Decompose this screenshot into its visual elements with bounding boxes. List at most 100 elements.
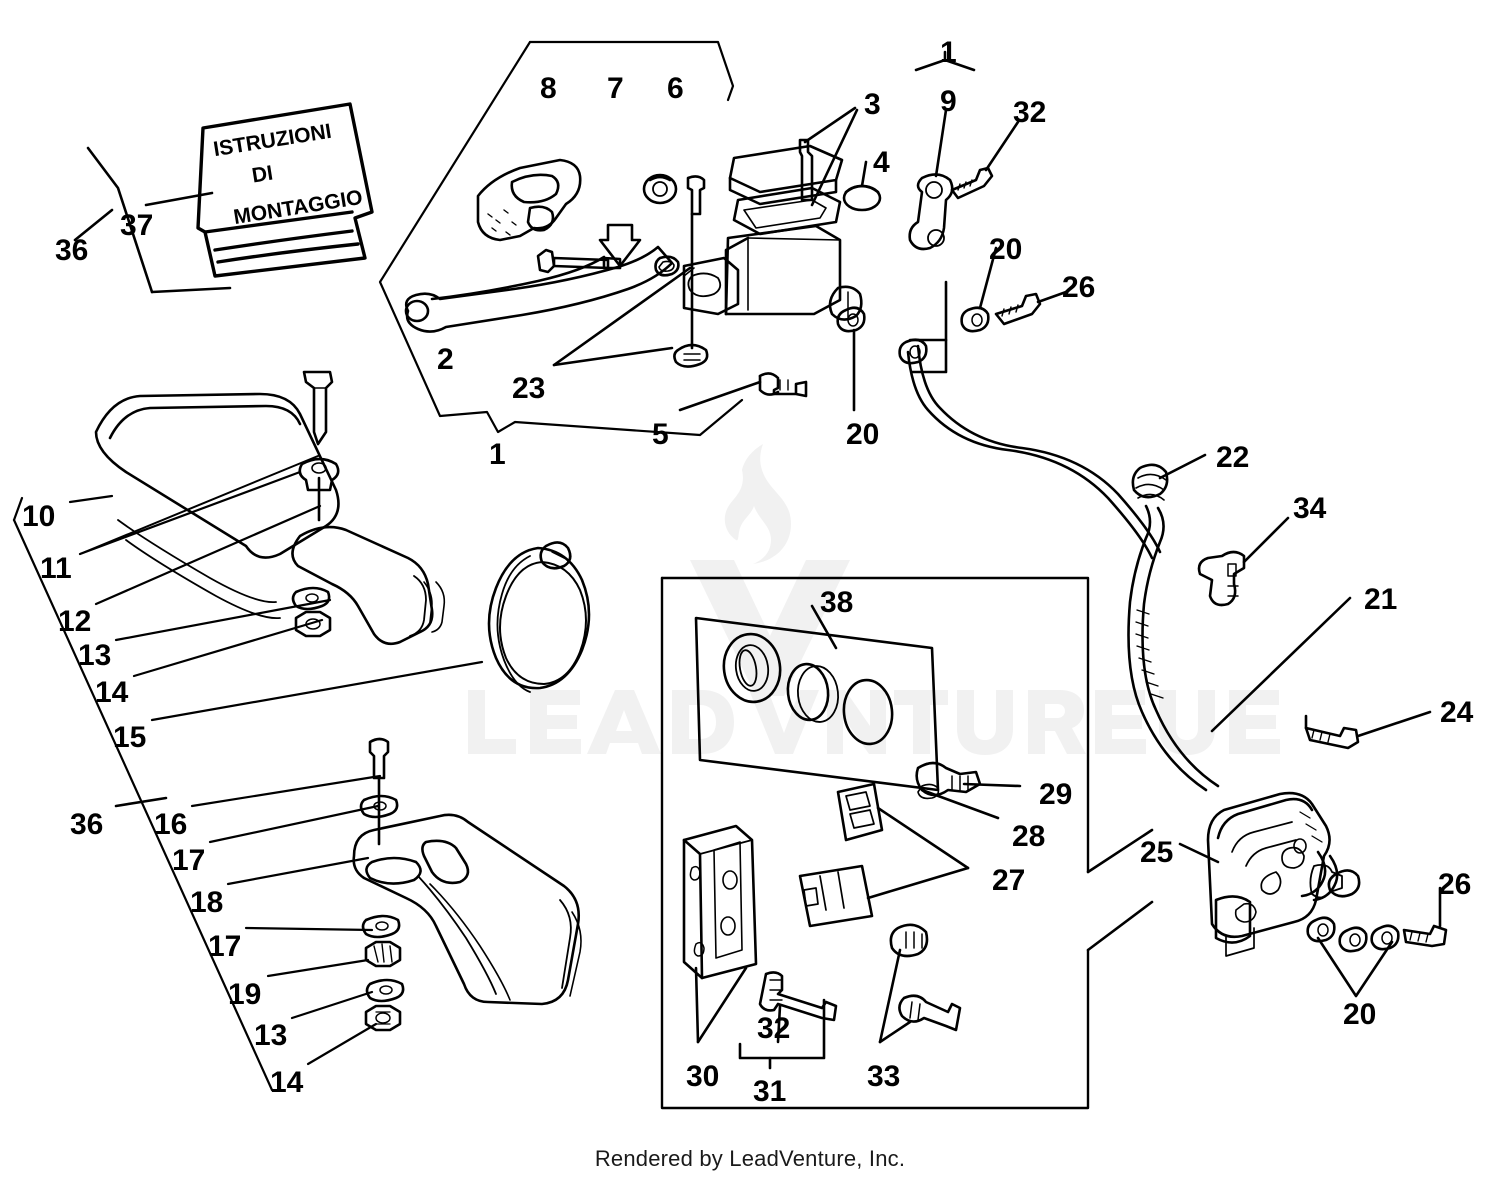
bracket-31 — [738, 998, 826, 1060]
instruction-booklet — [196, 102, 374, 278]
bracket-20-ref — [908, 280, 948, 342]
part-21-brake-hose — [906, 344, 1361, 902]
part-callout-15: 15 — [113, 721, 147, 754]
part-34-hose-guide — [1197, 550, 1246, 607]
part-callout-4: 4 — [873, 146, 890, 179]
leader-37 — [144, 191, 214, 207]
part-14-nut-lower — [364, 1004, 402, 1032]
leader-21 — [1210, 596, 1352, 733]
part-14-nut-upper — [294, 610, 332, 638]
part-callout-26: 26 — [1438, 868, 1472, 901]
leader-20-upper — [978, 246, 998, 310]
part-callout-5: 5 — [652, 418, 669, 451]
part-callout-10: 10 — [22, 500, 56, 533]
part-26-bolt-lower — [1402, 924, 1448, 948]
part-callout-20: 20 — [846, 418, 880, 451]
part-13-washer-lower — [365, 978, 405, 1003]
part-callout-36: 36 — [55, 234, 89, 267]
bracket-20-ref2 — [910, 338, 948, 374]
part-33-screws — [889, 923, 962, 1032]
part-29-pin — [915, 761, 982, 800]
part-8-lever-perch — [476, 158, 582, 242]
part-9-hose-clamp — [908, 173, 954, 251]
part-callout-2: 2 — [437, 343, 454, 376]
part-callout-11: 11 — [40, 552, 72, 585]
part-callout-6: 6 — [667, 72, 684, 105]
part-callout-1: 1 — [940, 36, 957, 69]
inset-connector — [1086, 828, 1154, 874]
part-24-bolt — [1304, 726, 1360, 750]
part-callout-13: 13 — [254, 1019, 288, 1052]
part-17-washer-a — [359, 794, 399, 819]
leader-27b — [866, 866, 970, 900]
part-callout-24: 24 — [1440, 696, 1474, 729]
part-callout-12: 12 — [58, 605, 92, 638]
leader-9 — [934, 108, 948, 178]
leader-25 — [1178, 842, 1220, 864]
leader-33a — [878, 948, 902, 1044]
part-38-seal-kit — [694, 616, 940, 792]
part-callout-13: 13 — [78, 639, 112, 672]
render-credit-footer: Rendered by LeadVenture, Inc. — [594, 1146, 906, 1171]
part-callout-22: 22 — [1216, 441, 1250, 474]
leader-38 — [810, 604, 838, 650]
leader-3b — [810, 108, 859, 207]
part-16-bolt — [368, 737, 390, 846]
part-callout-29: 29 — [1039, 778, 1073, 811]
leader-26-top — [1036, 290, 1068, 304]
part-callout-28: 28 — [1012, 820, 1046, 853]
leader-36-lower — [114, 796, 168, 808]
part-callout-31: 31 — [753, 1075, 787, 1108]
part-callout-20: 20 — [1343, 998, 1377, 1031]
part-20-washers-lower — [1306, 916, 1400, 953]
leader-5 — [678, 380, 762, 412]
part-callout-18: 18 — [190, 886, 224, 919]
part-callout-20: 20 — [989, 233, 1023, 266]
part-callout-21: 21 — [1364, 583, 1398, 616]
part-20-washers — [836, 306, 990, 365]
part-25-brake-caliper — [1206, 791, 1343, 957]
part-19-spring-washer — [364, 940, 402, 968]
part-30-brake-pads — [682, 824, 758, 980]
booklet-line-2: DI — [250, 161, 275, 188]
part-27-shim-a — [836, 782, 884, 842]
part-callout-25: 25 — [1140, 836, 1174, 869]
leader-22 — [1158, 453, 1207, 480]
leader-30b — [696, 966, 748, 1044]
leader-23b — [552, 266, 692, 367]
part-13-grommet-upper — [298, 457, 340, 522]
part-13-washer-upper — [291, 586, 331, 611]
leader-3a — [803, 106, 857, 144]
part-callout-19: 19 — [228, 978, 262, 1011]
part-callout-17: 17 — [172, 844, 206, 877]
part-callout-30: 30 — [686, 1060, 720, 1093]
leader-32-top — [984, 120, 1020, 172]
part-callout-14: 14 — [270, 1066, 304, 1099]
part-32-screw-top — [950, 166, 994, 200]
part-23-screws — [673, 175, 709, 368]
part-18-handguard-lower — [352, 813, 582, 1006]
part-callout-32: 32 — [757, 1012, 791, 1045]
leader-29 — [962, 782, 1022, 788]
part-32-pad-pin — [758, 971, 838, 1022]
part-callout-32: 32 — [1013, 96, 1047, 129]
part-callout-9: 9 — [940, 85, 957, 118]
leader-32-inset — [776, 1004, 782, 1044]
leader-24 — [1356, 710, 1432, 738]
part-callout-16: 16 — [154, 808, 188, 841]
part-4-plug — [842, 184, 882, 212]
leader-34 — [1242, 516, 1290, 564]
part-callout-26: 26 — [1062, 271, 1096, 304]
inset-box — [660, 576, 1090, 1110]
part-callout-14: 14 — [95, 676, 129, 709]
part-callout-7: 7 — [607, 72, 624, 105]
leader-28 — [920, 788, 1000, 820]
leader-4 — [860, 160, 868, 188]
leader-fan-left-upper — [12, 470, 484, 1092]
leader-30a — [694, 966, 700, 1044]
part-callout-37: 37 — [120, 209, 154, 242]
leader-11 — [79, 455, 319, 555]
part-callout-3: 3 — [864, 88, 881, 121]
